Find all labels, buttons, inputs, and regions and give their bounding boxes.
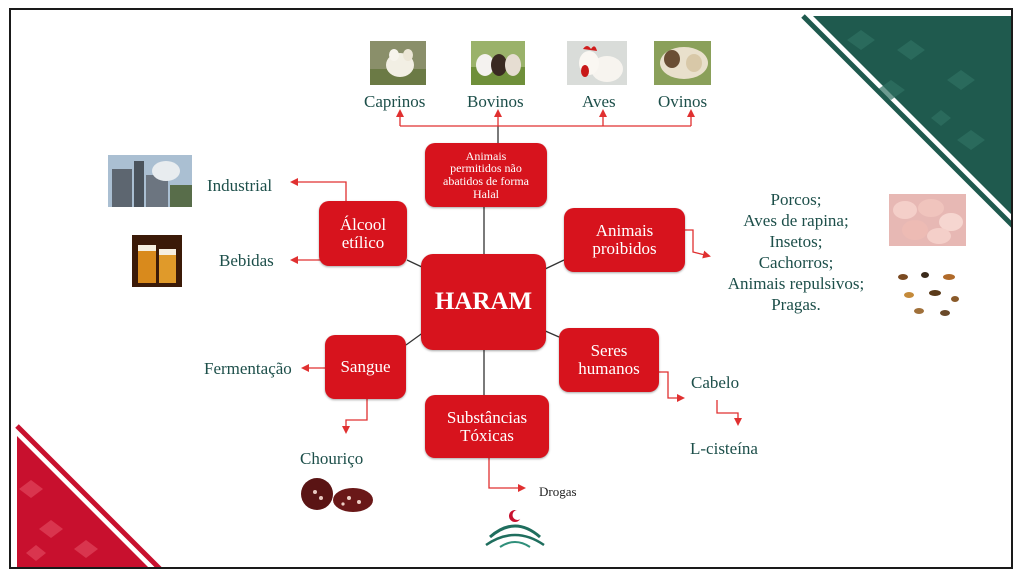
insects-photo xyxy=(889,265,966,321)
node-seres-humanos: Seres humanos xyxy=(559,328,659,392)
leaf-fermentacao: Fermentação xyxy=(204,359,292,378)
leaf-aves: Aves xyxy=(582,92,616,111)
factory-photo xyxy=(108,155,192,207)
cattle-photo xyxy=(471,41,525,85)
bottom-left-stripe xyxy=(15,424,162,567)
top-right-green-corner xyxy=(813,16,1011,214)
crescent-mosque-logo xyxy=(484,507,546,553)
pigs-photo xyxy=(889,194,966,246)
sausage-photo xyxy=(297,470,377,516)
leaf-bovinos: Bovinos xyxy=(467,92,524,111)
leaf-industrial: Industrial xyxy=(207,176,273,195)
slide: HARAM Animais permitidos não abatidos de… xyxy=(9,8,1013,569)
node-animais-nao-abatidos: Animais permitidos não abatidos de forma… xyxy=(425,143,547,207)
connectors xyxy=(290,109,742,492)
corner-decorations xyxy=(15,14,1011,567)
center-node-haram: HARAM xyxy=(421,254,546,350)
leaf-chourico: Chouriço xyxy=(300,449,364,468)
node-alcool-etilico: Álcool etílico xyxy=(319,201,407,266)
node-sangue: Sangue xyxy=(325,335,406,399)
leaf-ovinos: Ovinos xyxy=(658,92,708,111)
goat-photo xyxy=(370,41,426,85)
leaf-l-cisteina: L-cisteína xyxy=(690,439,758,458)
leaf-cabelo: Cabelo xyxy=(691,373,740,392)
leaf-drogas: Drogas xyxy=(539,484,577,499)
leaf-animais-proibidos-lista: Porcos; Aves de rapina; Insetos; Cachorr… xyxy=(727,190,865,314)
sheep-photo xyxy=(654,41,711,85)
beer-photo xyxy=(132,235,182,287)
leaf-bebidas: Bebidas xyxy=(219,251,274,270)
leaf-caprinos: Caprinos xyxy=(364,92,426,111)
rooster-photo xyxy=(567,41,627,85)
top-right-stripe xyxy=(801,14,1011,228)
node-substancias-toxicas: Substâncias Tóxicas xyxy=(425,395,549,458)
node-animais-proibidos: Animais proibidos xyxy=(564,208,685,272)
